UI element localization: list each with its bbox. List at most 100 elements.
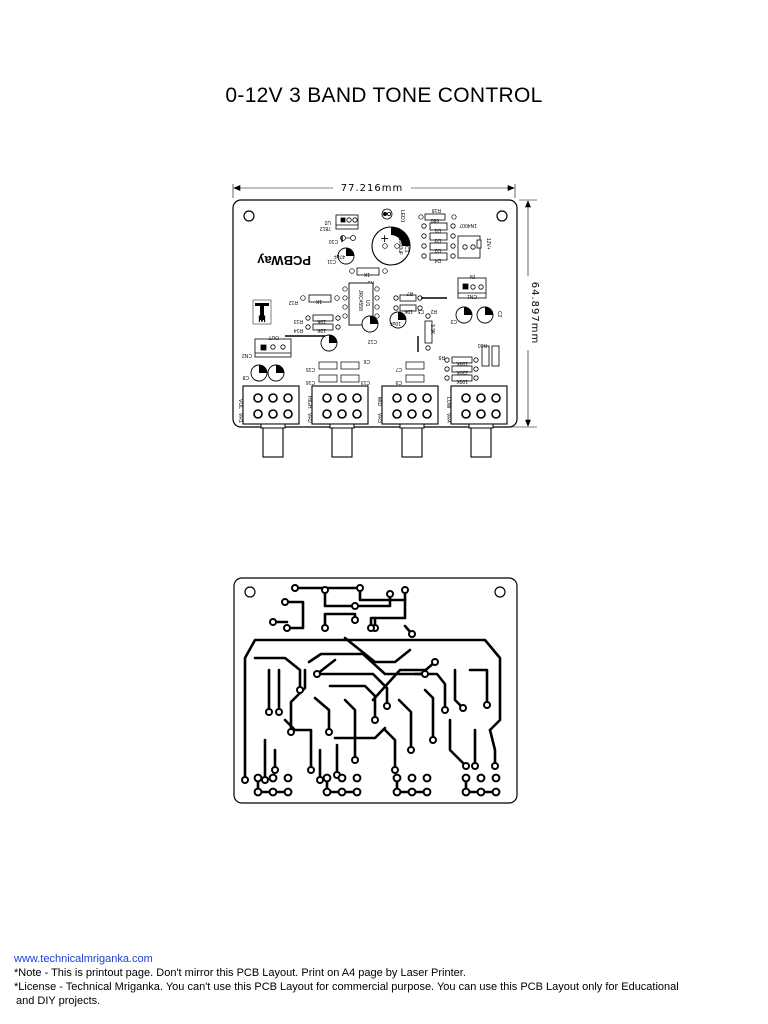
c1-value: 1000uF [397,238,403,255]
r14-value: 10K [316,327,326,333]
c13-label: C13 [361,379,370,385]
vr1-label: VR1 [237,413,243,423]
r11-value: 100K [456,378,468,384]
c1-label: C1 [403,246,409,253]
vr4-low-pot [450,385,508,458]
vol-label: VOL [237,399,243,409]
d2-label: D2 [434,247,441,253]
r10-value: 220K [456,369,468,375]
c12-label: C12 [368,338,377,344]
c12-capacitor [361,315,379,333]
r12-value: 1K [315,298,322,304]
led1 [381,208,393,220]
film-caps-high [318,361,360,383]
width-dimension-label: 77.216mm [341,183,403,194]
height-dimension [501,199,537,428]
silkscreen-layout: 77.216mm 64.897mm PCBWay M U2 7812 C10 [232,183,540,458]
mid-label: MID [376,397,382,407]
vr1-vol-pot [242,385,300,458]
copper-board-outline [233,577,518,804]
silk-jumpers [285,236,447,352]
copper-mount-hole [244,586,256,598]
c8-label: C8 [242,374,249,380]
c11-label: C11 [327,258,336,264]
high-label: HIGH [306,396,312,409]
vr3-mid-pot [381,385,439,458]
license-line-2: and DIY projects. [16,995,101,1007]
pcbway-logo: PCBWay [257,253,311,268]
r12-resistor [300,294,340,303]
cn2-label: CN2 [242,352,252,358]
vr4-label: VR4 [445,413,451,423]
u2-label: U2 [324,219,331,225]
mount-hole [496,210,508,222]
diode-bridge [421,222,456,261]
vr2-high-pot [311,385,369,458]
height-dimension-label: 64.897mm [529,282,540,344]
left-electrolytics [250,364,285,382]
d3-label: D3 [434,237,441,243]
c6-label: C6 [363,358,370,364]
vr2-label: VR2 [306,413,312,423]
cn2-connector [254,338,292,358]
plus12-label: 12V+ [485,238,491,250]
c12-value: 10uF [390,320,401,326]
svg-text:M: M [258,314,266,324]
r13-r14-resistors [305,314,341,331]
u1-label: U1 [364,300,370,307]
r13-value: 10K [316,318,326,324]
r2-resistor [424,313,433,351]
tm-logo: M [252,299,272,325]
c1-capacitor: + [371,226,411,266]
d4-label: D4 [434,257,441,263]
d1-label: D1 [434,227,441,233]
width-dimension [232,184,516,198]
r12-label: R12 [289,299,298,305]
c11-capacitor: 47uF [334,247,355,265]
license-line-1: *License - Technical Mriganka. You can't… [14,981,679,993]
u2-regulator [335,214,359,230]
c15-label: C15 [306,366,315,372]
c9-label: C9 [395,379,402,385]
r9-label: R9 [438,354,445,360]
ac-input-connector [457,235,482,259]
copper-pads [241,584,501,797]
r9-value: 100K [456,360,468,366]
c16-capacitor [320,334,338,352]
c10-label: C10 [329,238,338,244]
c2-label: C2 [496,311,502,318]
page-title: 0-12V 3 BAND TONE CONTROL [225,84,543,107]
r6-value: 10K [403,308,413,314]
c3-label: C3 [450,318,457,324]
led1-label: LED1 [399,210,405,223]
footer: www.technicalmriganka.com *Note - This i… [14,952,762,1008]
film-caps-mid [405,361,425,383]
out-label: OUT [268,334,279,340]
svg-text:+: + [380,232,389,245]
cn1-connector [457,277,487,299]
printout-note: *Note - This is printout page. Don't mir… [14,967,466,979]
svg-text:47uF: 47uF [334,253,345,259]
r13-label: R13 [294,318,303,324]
copper-trace-layout [233,577,518,804]
c5-capacitor [389,311,407,329]
r18-resistor [418,213,457,221]
r18-value: 680 [430,217,439,223]
r7-label: R7 [406,290,413,296]
mid-band-resistors [444,345,500,382]
c16-label: C16 [306,379,315,385]
low-label: LOW [445,397,451,409]
r2-label: R2 [430,308,437,314]
c5-label: C5 [417,308,424,314]
c2-c3-capacitors [455,306,494,324]
copper-mount-hole [494,586,506,598]
u1-part: JRC4558 [357,290,363,311]
mount-hole [243,210,255,222]
c7-label: C7 [395,366,402,372]
vr3-label: VR3 [376,413,382,423]
r5-value: 1K [363,271,370,277]
diode-part: 1N4007 [459,222,477,228]
r14-label: R14 [294,327,303,333]
website-link[interactable]: www.technicalmriganka.com [14,953,153,965]
r18-label: R18 [432,207,441,213]
